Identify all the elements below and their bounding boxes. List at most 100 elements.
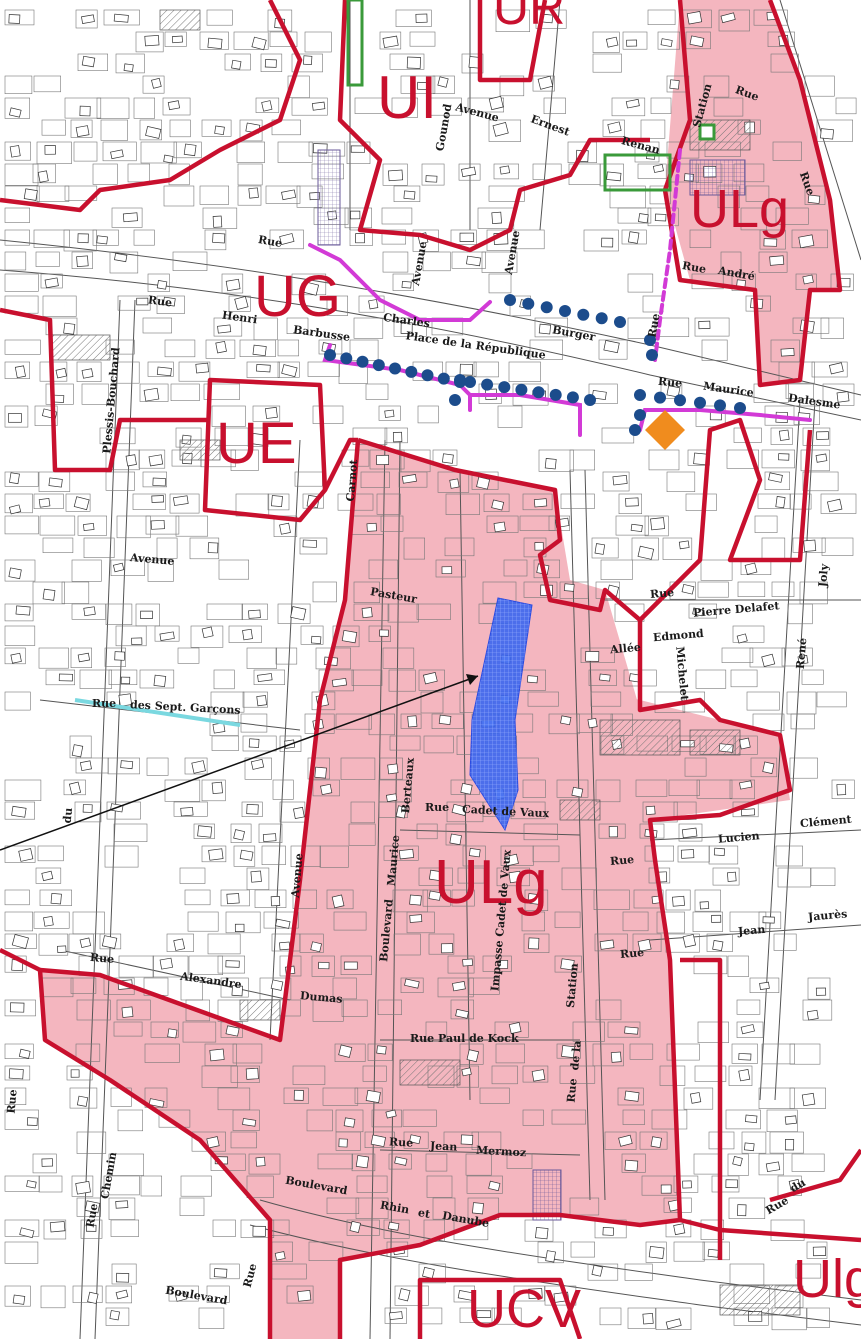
zone-label-ui: UI <box>377 64 437 131</box>
building <box>153 674 167 688</box>
building <box>768 472 783 483</box>
boundary-east-1 <box>638 417 813 622</box>
building <box>113 13 129 23</box>
building <box>252 344 267 357</box>
building <box>120 760 134 770</box>
parcel <box>291 97 328 116</box>
tree-dot <box>324 349 336 361</box>
parcel <box>71 251 93 270</box>
building <box>234 923 245 932</box>
parcel <box>252 405 281 422</box>
parcel <box>236 141 265 163</box>
parcel <box>532 845 560 863</box>
tree-dot <box>714 399 726 412</box>
parcel <box>354 97 386 114</box>
parcel <box>711 1175 740 1193</box>
building <box>654 213 667 222</box>
parcel <box>804 75 835 97</box>
parcel <box>736 1021 764 1038</box>
parcel <box>63 229 97 252</box>
parcel <box>726 449 760 469</box>
parcel <box>697 581 729 598</box>
parcel <box>694 317 730 337</box>
building <box>508 1022 522 1035</box>
building <box>257 673 273 683</box>
parcel <box>36 185 70 202</box>
building <box>491 211 502 225</box>
building <box>234 295 249 311</box>
parcel <box>789 493 812 510</box>
building <box>666 385 681 398</box>
parcel <box>33 229 70 248</box>
building <box>245 1067 259 1080</box>
building <box>385 1109 397 1119</box>
building <box>150 519 165 530</box>
parcel <box>4 405 29 428</box>
parcel <box>538 449 574 472</box>
building <box>270 896 281 907</box>
parcel <box>76 361 102 383</box>
building <box>214 125 225 136</box>
building <box>737 1204 747 1217</box>
parcel <box>147 559 174 582</box>
building <box>191 760 206 774</box>
parcel <box>312 999 344 1022</box>
parcel <box>154 625 180 642</box>
parcel <box>631 537 659 561</box>
parcel <box>799 581 828 605</box>
building <box>8 567 22 580</box>
parcel <box>99 933 122 950</box>
building <box>673 1223 686 1236</box>
parcel <box>260 53 283 73</box>
boundary-ue <box>202 377 328 523</box>
building <box>366 522 377 532</box>
parcel <box>199 31 229 50</box>
parcel <box>206 603 244 620</box>
building <box>225 1025 240 1037</box>
parcel <box>37 845 64 862</box>
parcel <box>635 779 668 797</box>
building <box>401 280 412 289</box>
zone-label-ur: UR <box>493 0 566 35</box>
building <box>626 39 638 47</box>
building <box>827 498 843 513</box>
building <box>162 296 176 307</box>
building <box>212 232 226 244</box>
parcel <box>523 537 547 558</box>
building <box>120 676 131 685</box>
parcel <box>247 427 269 447</box>
parcel <box>158 1109 191 1128</box>
parcel <box>111 207 143 228</box>
parcel <box>644 845 675 862</box>
parcel <box>139 383 169 402</box>
parcel <box>622 1109 645 1125</box>
hatched-building <box>159 9 201 31</box>
building <box>650 1136 662 1149</box>
parcel <box>76 1131 107 1154</box>
building <box>290 606 307 621</box>
building <box>544 458 557 470</box>
parcel <box>384 1307 407 1324</box>
parcel <box>364 1131 395 1148</box>
parcel <box>365 383 389 400</box>
tree-dot <box>577 308 590 321</box>
building <box>407 715 418 728</box>
building <box>538 323 551 335</box>
parcel <box>353 581 380 604</box>
parcel <box>302 493 324 509</box>
parcel <box>277 339 300 357</box>
parcel <box>69 1087 98 1109</box>
parcel <box>175 515 209 537</box>
parcel <box>683 1087 714 1110</box>
parcel <box>211 735 239 751</box>
building <box>261 100 273 112</box>
building <box>173 495 189 506</box>
building <box>314 766 327 779</box>
parcel <box>383 845 419 861</box>
building <box>79 760 92 772</box>
building <box>508 870 522 884</box>
parcel <box>184 889 211 906</box>
street-label: Allée <box>609 640 642 657</box>
building <box>438 714 452 726</box>
